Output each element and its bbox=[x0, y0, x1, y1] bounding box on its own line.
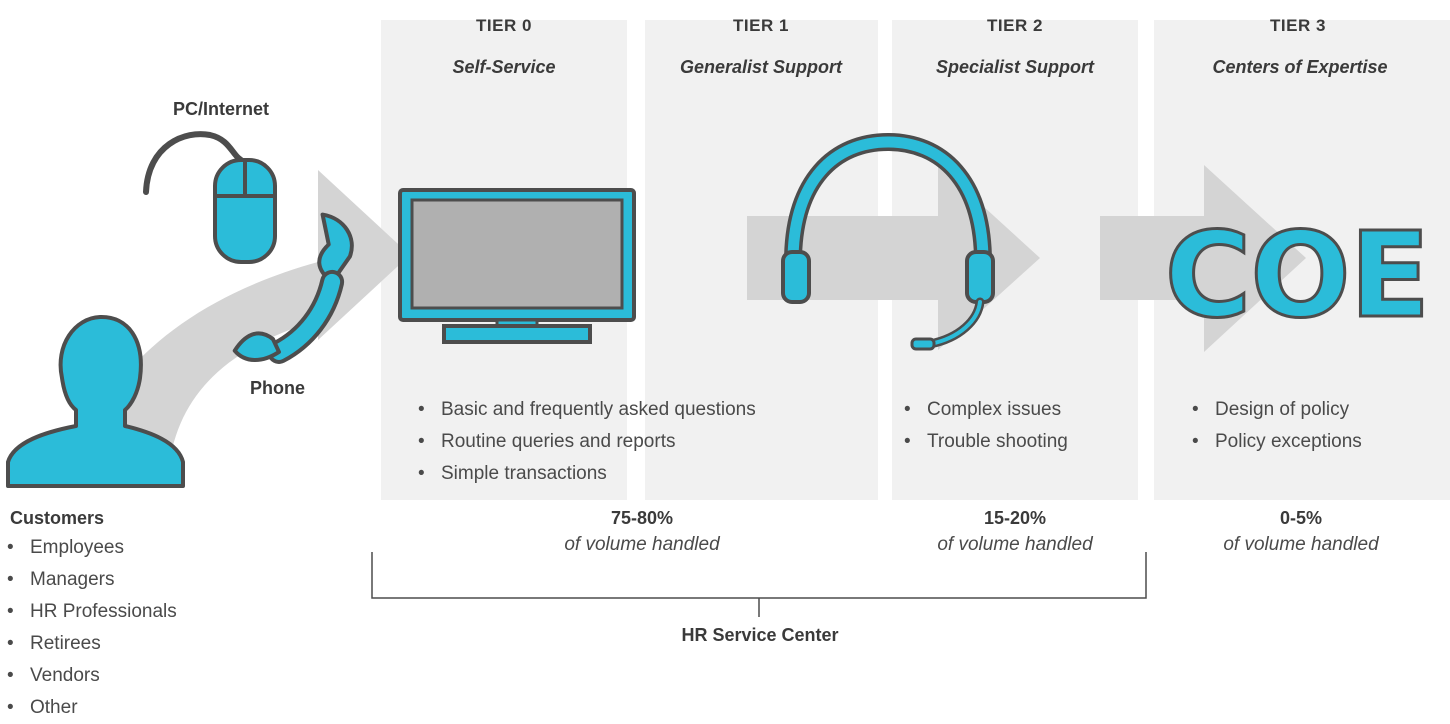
tier3-subtitle: Centers of Expertise bbox=[1212, 57, 1388, 77]
tier0-title: TIER 0 bbox=[476, 16, 532, 35]
volume-percent-tier01: 75-80% bbox=[610, 508, 674, 528]
tier1-subtitle: Generalist Support bbox=[679, 57, 843, 77]
person-icon bbox=[6, 314, 185, 488]
mouse-icon bbox=[143, 131, 277, 264]
list-item: Employees bbox=[4, 532, 177, 564]
monitor-icon bbox=[398, 188, 636, 344]
volume-label-tier2: of volume handled bbox=[937, 534, 1093, 555]
list-item: Other bbox=[4, 692, 177, 724]
list-item: Policy exceptions bbox=[1189, 426, 1362, 458]
customers-list: Employees Managers HR Professionals Reti… bbox=[4, 532, 177, 724]
list-item: Managers bbox=[4, 564, 177, 596]
tier3-bullet-list: Design of policy Policy exceptions bbox=[1189, 394, 1362, 458]
tier0-subtitle: Self-Service bbox=[452, 57, 556, 77]
volume-percent-tier3: 0-5% bbox=[1279, 508, 1323, 528]
tier2-subtitle: Specialist Support bbox=[935, 57, 1095, 77]
phone-label: Phone bbox=[250, 378, 306, 398]
tier2-title: TIER 2 bbox=[987, 16, 1043, 35]
coe-logo: COE bbox=[1165, 206, 1430, 344]
headset-icon bbox=[781, 132, 995, 351]
list-item: Vendors bbox=[4, 660, 177, 692]
list-item: Basic and frequently asked questions bbox=[415, 394, 756, 426]
list-item: Design of policy bbox=[1189, 394, 1362, 426]
tier1-title: TIER 1 bbox=[733, 16, 789, 35]
list-item: HR Professionals bbox=[4, 596, 177, 628]
list-item: Trouble shooting bbox=[901, 426, 1068, 458]
list-item: Simple transactions bbox=[415, 458, 756, 490]
tier1-to-tier2-arrow bbox=[747, 165, 1040, 350]
list-item: Routine queries and reports bbox=[415, 426, 756, 458]
tier01-bullet-list: Basic and frequently asked questions Rou… bbox=[415, 394, 756, 490]
volume-label-tier3: of volume handled bbox=[1223, 534, 1379, 555]
phone-icon bbox=[232, 212, 354, 364]
tier2-to-tier3-arrow bbox=[1100, 165, 1306, 352]
hr-service-center-label: HR Service Center bbox=[681, 625, 839, 645]
tier2-bullet-list: Complex issues Trouble shooting bbox=[901, 394, 1068, 458]
list-item: Retirees bbox=[4, 628, 177, 660]
list-item: Complex issues bbox=[901, 394, 1068, 426]
service-center-bracket bbox=[371, 552, 1147, 617]
pc-internet-label: PC/Internet bbox=[173, 99, 270, 119]
customers-title: Customers bbox=[10, 508, 105, 528]
volume-percent-tier2: 15-20% bbox=[983, 508, 1047, 528]
volume-label-tier01: of volume handled bbox=[564, 534, 720, 555]
tier3-title: TIER 3 bbox=[1270, 16, 1326, 35]
